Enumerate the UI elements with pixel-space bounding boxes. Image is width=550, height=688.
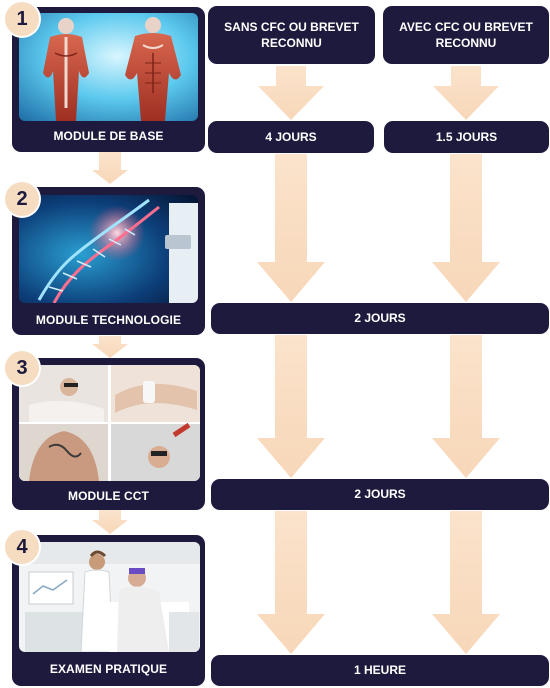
arrow-left-2 <box>257 335 325 478</box>
step-badge-4: 4 <box>5 530 39 564</box>
module-arrow-2 <box>92 336 128 358</box>
arrow-right-1 <box>432 154 500 302</box>
step-badge-3: 3 <box>5 351 39 385</box>
arrow-right-2 <box>432 335 500 478</box>
anatomy-illustration <box>19 13 198 121</box>
module-label-examen: EXAMEN PRATIQUE <box>49 662 168 676</box>
duration-examen: 1 HEURE <box>211 655 549 686</box>
arrow-right-3 <box>432 511 500 654</box>
step-badge-1: 1 <box>5 2 39 36</box>
module-label-cct: MODULE CCT <box>68 489 149 503</box>
arrow-left-3 <box>257 511 325 654</box>
header-arrow-right <box>433 66 499 120</box>
cct-treatment-collage <box>19 365 200 481</box>
dna-illustration <box>19 195 198 303</box>
module-card-base: MODULE DE BASE <box>12 7 205 152</box>
clinic-illustration <box>19 542 200 652</box>
duration-cct: 2 JOURS <box>211 479 549 510</box>
step-number-2: 2 <box>16 187 28 210</box>
module-card-examen: EXAMEN PRATIQUE <box>12 535 205 686</box>
column-header-with-cfc: AVEC CFC OU BREVET RECONNU <box>383 6 549 64</box>
anatomy-image <box>19 13 198 121</box>
duration-base-without-cfc-text: 4 JOURS <box>265 129 317 144</box>
header-arrow-left <box>258 66 324 120</box>
column-header-without-cfc-text: SANS CFC OU BREVET RECONNU <box>224 19 359 50</box>
module-card-cct: MODULE CCT <box>12 358 205 510</box>
treatment-collage <box>19 365 200 481</box>
step-number-1: 1 <box>16 7 28 30</box>
module-card-technologie: MODULE TECHNOLOGIE <box>12 187 205 335</box>
column-header-without-cfc: SANS CFC OU BREVET RECONNU <box>208 6 375 64</box>
module-arrow-3 <box>92 510 128 534</box>
duration-base-without-cfc: 4 JOURS <box>208 121 374 153</box>
dna-technology-image <box>19 195 198 303</box>
duration-technologie: 2 JOURS <box>211 303 549 334</box>
duration-technologie-text: 2 JOURS <box>354 311 406 326</box>
duration-examen-text: 1 HEURE <box>353 663 406 678</box>
duration-base-with-cfc-text: 1.5 JOURS <box>435 129 498 144</box>
module-arrow-1 <box>92 152 128 184</box>
duration-base-with-cfc: 1.5 JOURS <box>384 121 549 153</box>
duration-cct-text: 2 JOURS <box>354 487 406 502</box>
practical-exam-image <box>19 542 200 652</box>
column-header-with-cfc-text: AVEC CFC OU BREVET RECONNU <box>399 19 533 50</box>
module-label-base: MODULE DE BASE <box>53 129 164 143</box>
arrow-left-1 <box>257 154 325 302</box>
step-number-4: 4 <box>16 535 28 558</box>
module-label-technologie: MODULE TECHNOLOGIE <box>35 313 182 327</box>
step-number-3: 3 <box>16 356 28 379</box>
step-badge-2: 2 <box>5 182 39 216</box>
